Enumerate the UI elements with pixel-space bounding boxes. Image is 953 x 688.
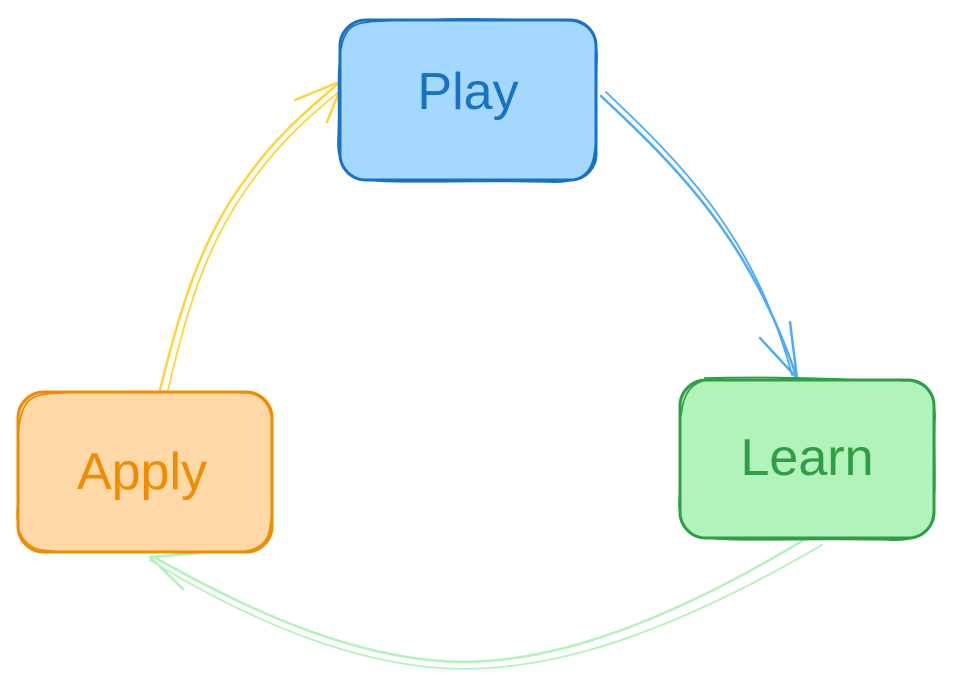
edge-play-to-learn: [599, 91, 799, 380]
node-learn-sketch-outline: [678, 376, 936, 541]
node-apply-sketch-outline: [16, 390, 273, 553]
node-play-label: Play: [417, 63, 518, 121]
node-play[interactable]: Play: [337, 18, 598, 183]
node-apply[interactable]: Apply: [16, 390, 274, 554]
edge-apply-to-play: [158, 78, 347, 392]
node-apply-label: Apply: [77, 443, 207, 501]
edge-learn-to-apply-arrowhead: [148, 551, 202, 591]
node-learn-label: Learn: [741, 429, 874, 487]
node-play-sketch-outline: [337, 18, 598, 183]
edge-learn-to-apply: [148, 533, 823, 670]
node-learn[interactable]: Learn: [678, 376, 936, 541]
